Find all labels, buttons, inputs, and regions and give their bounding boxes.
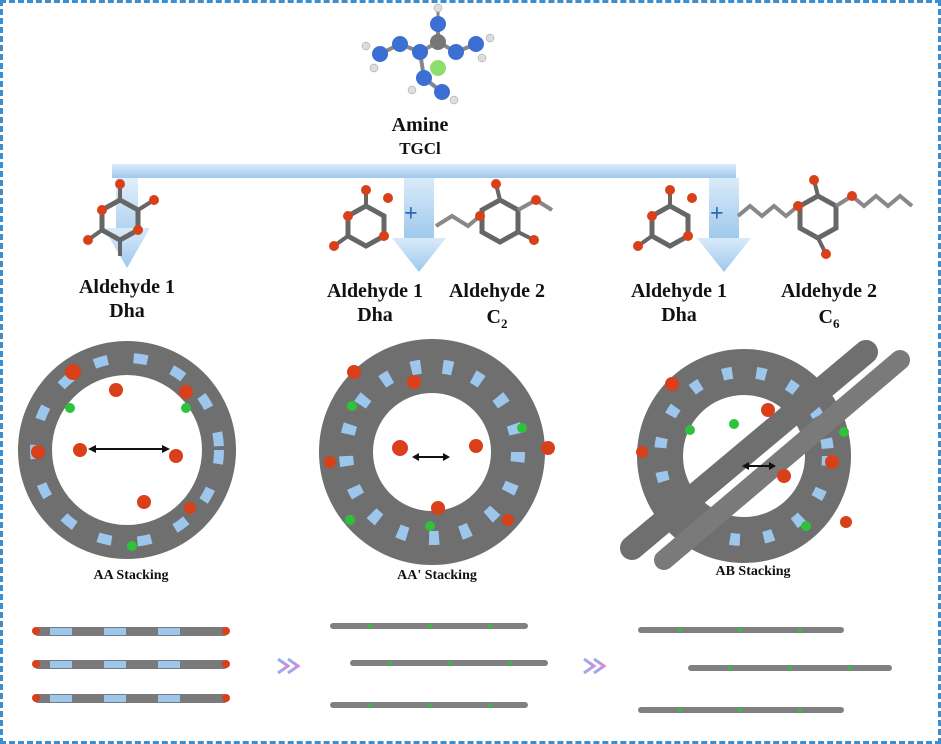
stacking-label-aa-prime: AA' Stacking — [397, 568, 477, 583]
c6-aldehyde-molecule — [736, 175, 914, 259]
aa-prime-pore-structure — [319, 339, 555, 565]
amine-abbrev: TGCl — [399, 139, 441, 158]
aldehyde1-label-col1: Aldehyde 1 — [78, 276, 176, 298]
aa-layer-stack — [32, 627, 230, 703]
aldehyde1-label-col2: Aldehyde 1 — [326, 280, 424, 302]
arrow-center — [392, 178, 446, 272]
ab-pore-structure — [620, 340, 910, 570]
stacking-label-aa: AA Stacking — [93, 568, 169, 583]
dha-molecule-3 — [633, 185, 697, 251]
stacking-label-ab: AB Stacking — [715, 564, 791, 579]
aa-prime-layer-stack — [330, 623, 548, 708]
ab-layer-stack — [638, 627, 892, 713]
chevron-right-icon — [583, 657, 607, 675]
distributor-bar — [112, 164, 736, 178]
dha-molecule-2 — [329, 185, 393, 251]
arrow-left — [104, 178, 150, 268]
amine-title: Amine — [391, 114, 449, 136]
dha-molecule-1 — [83, 179, 159, 256]
chevron-right-icon — [277, 657, 301, 675]
aldehyde1-abbrev-col2: Dha — [357, 304, 393, 326]
aldehyde2-abbrev-col2: C2 — [486, 306, 508, 331]
plus-sign-right: + — [710, 201, 724, 227]
plus-sign-center: + — [404, 201, 418, 227]
aldehyde2-abbrev-col3: C6 — [818, 306, 840, 331]
aldehyde2-label-col3: Aldehyde 2 — [780, 280, 878, 302]
aldehyde1-abbrev-col1: Dha — [109, 300, 145, 322]
amine-molecule — [361, 3, 495, 105]
aldehyde2-label-col2: Aldehyde 2 — [448, 280, 546, 302]
aldehyde1-label-col3: Aldehyde 1 — [630, 280, 728, 302]
aldehyde1-abbrev-col3: Dha — [661, 304, 697, 326]
c2-aldehyde-molecule — [434, 179, 554, 245]
aa-pore-structure — [18, 341, 236, 559]
arrow-right — [697, 178, 751, 272]
